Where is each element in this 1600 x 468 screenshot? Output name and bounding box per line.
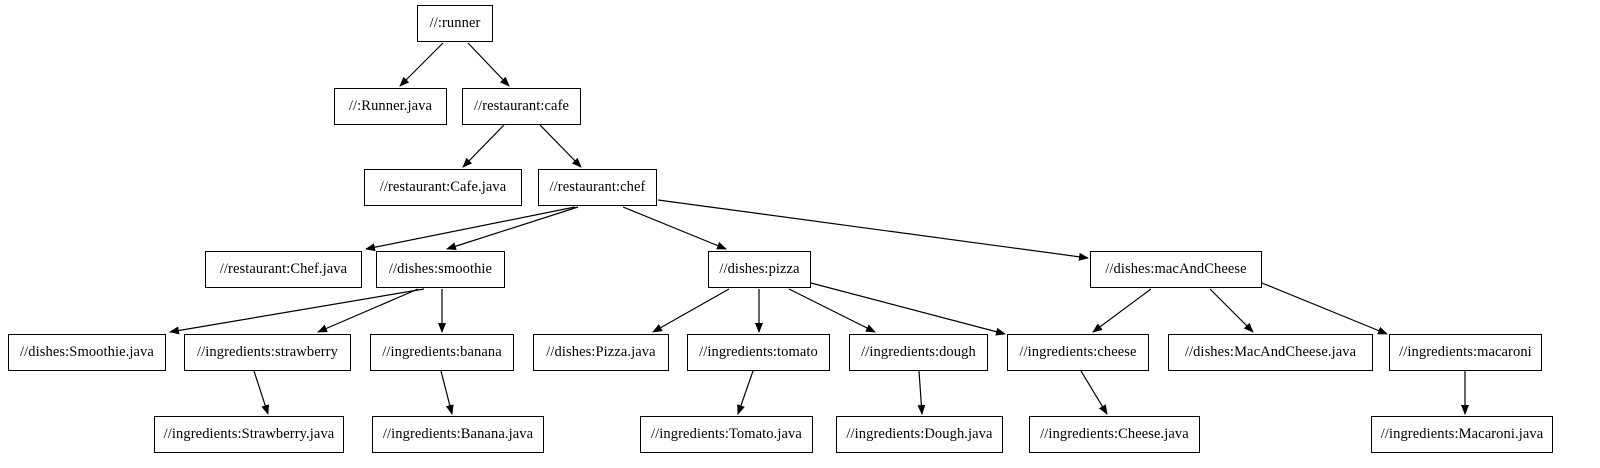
graph-node-dishes_pizza[interactable]: //dishes:pizza [708,251,811,288]
graph-node-ing_cheese[interactable]: //ingredients:cheese [1007,334,1149,371]
graph-node-label: //ingredients:Tomato.java [651,426,802,443]
graph-node-label: //dishes:Pizza.java [546,344,656,361]
graph-node-label: //ingredients:Dough.java [846,426,993,443]
graph-node-label: //:Runner.java [348,98,433,115]
graph-node-ing_strawberry[interactable]: //ingredients:strawberry [184,334,351,371]
graph-node-pizza_java[interactable]: //dishes:Pizza.java [533,334,669,371]
graph-node-tomato_java[interactable]: //ingredients:Tomato.java [640,416,813,453]
graph-node-dishes_mac[interactable]: //dishes:macAndCheese [1090,251,1262,288]
graph-node-label: //dishes:pizza [719,261,800,278]
graph-node-label: //ingredients:dough [861,344,976,361]
graph-node-ing_banana[interactable]: //ingredients:banana [370,334,514,371]
graph-node-label: //ingredients:strawberry [197,344,338,361]
graph-node-ing_macaroni[interactable]: //ingredients:macaroni [1389,334,1542,371]
graph-node-label: //restaurant:cafe [473,98,570,115]
graph-node-restaurant_chef[interactable]: //restaurant:chef [538,169,657,206]
graph-node-label: //dishes:macAndCheese [1105,261,1247,278]
graph-node-ing_tomato[interactable]: //ingredients:tomato [687,334,830,371]
graph-node-dough_java[interactable]: //ingredients:Dough.java [836,416,1003,453]
graph-node-strawberry_java[interactable]: //ingredients:Strawberry.java [154,416,344,453]
graph-node-label: //dishes:Smoothie.java [20,344,154,361]
graph-node-mac_java[interactable]: //dishes:MacAndCheese.java [1168,334,1373,371]
graph-node-smoothie_java[interactable]: //dishes:Smoothie.java [8,334,166,371]
graph-node-macaroni_java[interactable]: //ingredients:Macaroni.java [1371,416,1553,453]
graph-node-label: //ingredients:macaroni [1399,344,1532,361]
graph-node-label: //restaurant:Chef.java [219,261,348,278]
graph-node-banana_java[interactable]: //ingredients:Banana.java [372,416,544,453]
graph-node-label: //ingredients:cheese [1019,344,1137,361]
graph-node-restaurant_cafe[interactable]: //restaurant:cafe [462,88,581,125]
graph-node-label: //restaurant:chef [549,179,646,196]
graph-node-label: //dishes:smoothie [388,261,493,278]
graph-node-cheese_java[interactable]: //ingredients:Cheese.java [1029,416,1200,453]
graph-node-label: //:runner [429,15,481,32]
graph-node-ing_dough[interactable]: //ingredients:dough [849,334,988,371]
graph-node-dishes_smoothie[interactable]: //dishes:smoothie [376,251,505,288]
graph-node-label: //ingredients:Cheese.java [1040,426,1189,443]
graph-node-runner_java[interactable]: //:Runner.java [334,88,447,125]
graph-node-label: //ingredients:banana [382,344,502,361]
graph-node-label: //ingredients:Banana.java [382,426,534,443]
graph-node-label: //ingredients:tomato [699,344,818,361]
graph-node-chef_java[interactable]: //restaurant:Chef.java [205,251,362,288]
graph-node-label: //dishes:MacAndCheese.java [1184,344,1357,361]
graph-node-label: //restaurant:Cafe.java [379,179,507,196]
graph-node-label: //ingredients:Macaroni.java [1380,426,1544,443]
graph-node-label: //ingredients:Strawberry.java [163,426,335,443]
graph-node-runner[interactable]: //:runner [417,5,493,42]
graph-node-cafe_java[interactable]: //restaurant:Cafe.java [364,169,522,206]
